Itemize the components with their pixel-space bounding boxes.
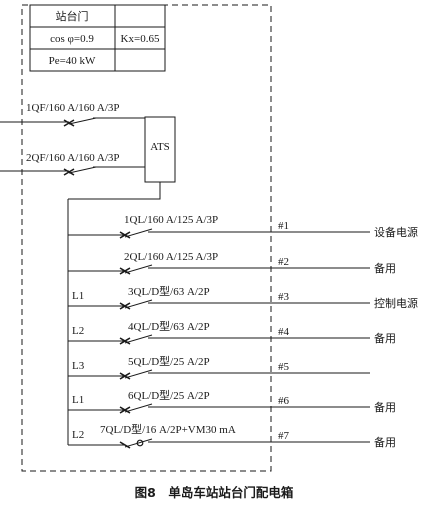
feeder-5: L3 5QL/D型/25 A/2P #5 (68, 354, 370, 380)
feeder-3: L1 3QL/D型/63 A/2P #3 控制电源 (68, 284, 418, 310)
feeder-6-phase: L1 (72, 394, 84, 406)
feeder-6-circuit-number: #6 (278, 395, 290, 407)
feeder-4-breaker-label: 4QL/D型/63 A/2P (128, 319, 210, 333)
rcd-symbol (136, 439, 144, 447)
feeder-1-breaker-label: 1QL/160 A/125 A/3P (124, 214, 218, 226)
header-table: 站台门 cos φ=0.9 Kx=0.65 Pe=40 kW (29, 4, 166, 72)
feeder-5-circuit-number: #5 (278, 361, 290, 373)
incomer-1: 1QF/160 A/160 A/3P (0, 102, 145, 127)
feeder-3-breaker-label: 3QL/D型/63 A/2P (128, 284, 210, 298)
feeder-6-destination: 备用 (374, 400, 396, 414)
feeder-1: 1QL/160 A/125 A/3P #1 设备电源 (68, 214, 418, 239)
feeder-4-circuit-number: #4 (278, 326, 290, 338)
feeder-7-phase: L2 (72, 429, 84, 441)
incomer-2: 2QF/160 A/160 A/3P (0, 152, 145, 176)
feeder-3-phase: L1 (72, 290, 84, 302)
incomer-1-breaker-label: 1QF/160 A/160 A/3P (26, 102, 120, 114)
feeder-6-breaker-label: 6QL/D型/25 A/2P (128, 388, 210, 402)
figure-caption: 图8 单岛车站站台门配电箱 (135, 485, 294, 500)
feeder-1-circuit-number: #1 (278, 220, 289, 232)
feeder-7-breaker-label: 7QL/D型/16 A/2P+VM30 mA (100, 422, 236, 436)
ats-label: ATS (150, 141, 170, 153)
feeder-2-breaker-label: 2QL/160 A/125 A/3P (124, 251, 218, 263)
feeder-7: L2 7QL/D型/16 A/2P+VM30 mA #7 备用 (68, 422, 396, 449)
feeder-7-circuit-number: #7 (278, 430, 290, 442)
feeder-3-destination: 控制电源 (374, 296, 418, 310)
feeder-4-phase: L2 (72, 325, 84, 337)
demand-coefficient-value: Kx=0.65 (121, 33, 160, 45)
feeder-5-phase: L3 (72, 360, 85, 372)
feeder-2-destination: 备用 (374, 261, 396, 275)
table-title: 站台门 (56, 9, 89, 23)
power-factor-value: cos φ=0.9 (50, 33, 94, 45)
feeder-5-breaker-label: 5QL/D型/25 A/2P (128, 354, 210, 368)
feeder-2-circuit-number: #2 (278, 256, 289, 268)
feeder-1-destination: 设备电源 (374, 225, 418, 239)
incomer-2-breaker-label: 2QF/160 A/160 A/3P (26, 152, 120, 164)
feeder-7-destination: 备用 (374, 435, 396, 449)
feeder-2: 2QL/160 A/125 A/3P #2 备用 (68, 251, 396, 275)
ats-switch: ATS (68, 116, 176, 200)
feeder-3-circuit-number: #3 (278, 291, 290, 303)
rated-power-value: Pe=40 kW (49, 55, 96, 67)
feeder-6: L1 6QL/D型/25 A/2P #6 备用 (68, 388, 396, 414)
feeder-4-destination: 备用 (374, 331, 396, 345)
feeder-4: L2 4QL/D型/63 A/2P #4 备用 (68, 319, 396, 345)
